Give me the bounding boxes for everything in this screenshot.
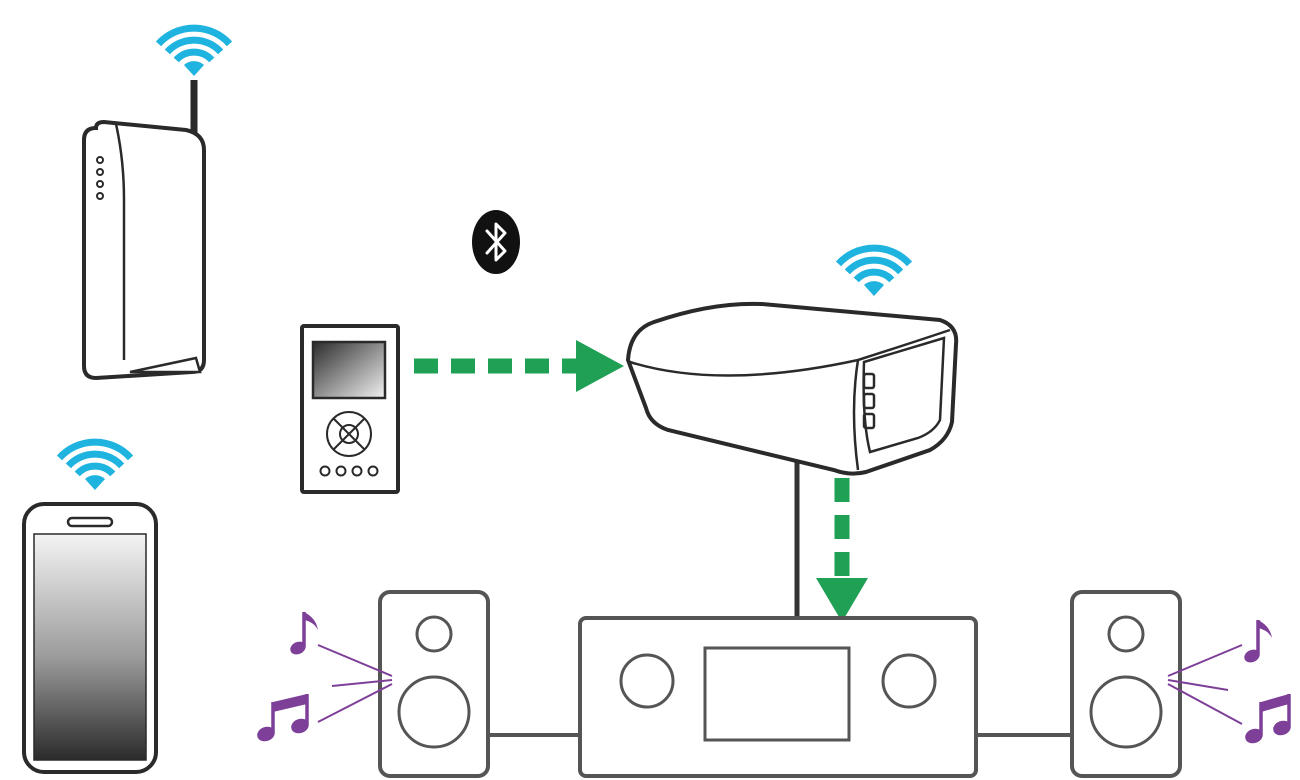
av-receiver <box>486 616 1072 778</box>
wifi-router <box>82 24 233 381</box>
wifi-signal-icon <box>155 24 233 76</box>
wifi-arc <box>835 244 913 267</box>
wifi-signal-icon <box>56 438 134 490</box>
wifi-arc <box>65 450 125 469</box>
hub-buttons <box>862 372 876 430</box>
wifi-signal-icon <box>835 244 913 296</box>
wifi-arc <box>853 268 895 283</box>
left-speaker-woofer <box>397 675 471 749</box>
wifi-arc <box>164 36 224 55</box>
wifi-dot <box>184 61 204 76</box>
wifi-arc <box>155 24 233 47</box>
wifi-arc <box>173 48 215 63</box>
receiver-body <box>578 616 978 778</box>
flow-arrow-hub-to-receiver <box>816 478 868 622</box>
right-loudspeaker <box>1070 590 1243 778</box>
wifi-arc <box>74 462 116 477</box>
right-speaker-tweeter <box>1107 615 1145 653</box>
smartphone-screen <box>33 533 147 761</box>
left-speaker-tweeter <box>415 615 453 653</box>
receiver-right-knob <box>881 653 937 709</box>
router-status-leds <box>96 156 104 200</box>
left-sound-lines <box>317 644 393 723</box>
bluetooth-icon <box>472 210 520 274</box>
right-speaker-woofer <box>1089 675 1163 749</box>
wireless-speaker-hub <box>625 244 959 620</box>
wifi-dot <box>85 475 105 490</box>
left-speaker-cabinet <box>378 590 490 778</box>
music-note-icon <box>257 612 1291 744</box>
right-speaker-cabinet <box>1070 590 1182 778</box>
receiver-display <box>703 646 851 742</box>
wifi-arc <box>56 438 134 461</box>
flow-arrow-player-to-hub <box>414 340 624 392</box>
receiver-left-knob <box>619 653 675 709</box>
player-control-wheel <box>326 411 372 457</box>
router-body <box>82 119 206 381</box>
player-screen <box>311 340 387 400</box>
left-loudspeaker <box>317 590 490 778</box>
smartphone <box>22 438 158 774</box>
wifi-arc <box>844 256 904 275</box>
portable-music-player <box>300 324 400 494</box>
right-sound-lines <box>1167 644 1243 725</box>
hub-body <box>625 301 959 476</box>
wifi-dot <box>864 281 884 296</box>
player-buttons <box>319 465 379 477</box>
